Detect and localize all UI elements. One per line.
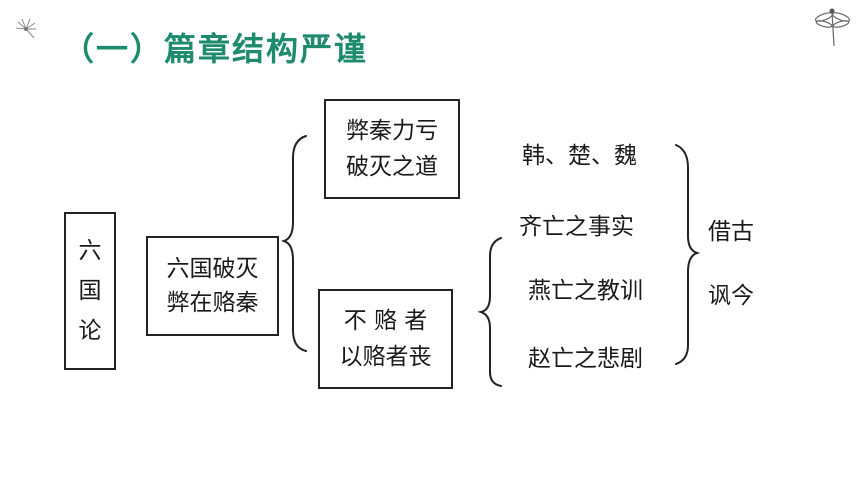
node-point2-line: 不 赂 者 [343, 308, 428, 334]
example-zhao: 赵亡之悲剧 [528, 346, 643, 372]
brace-conclusion [675, 144, 701, 365]
node-thesis-line: 弊在赂秦 [166, 290, 259, 316]
node-thesis-line: 六国破灭 [166, 256, 259, 282]
node-root-char: 论 [78, 318, 102, 344]
dandelion-icon [15, 18, 36, 39]
dragonfly-icon [814, 8, 851, 47]
conclusion-line-1: 借古 [708, 219, 754, 245]
node-point1-line: 弊秦力亏 [346, 118, 438, 144]
example-qi: 齐亡之事实 [519, 214, 634, 240]
node-root: 六 国 论 [64, 212, 116, 370]
node-root-char: 六 [78, 238, 102, 264]
example-han-chu-wei: 韩、楚、魏 [522, 143, 637, 169]
conclusion-line-2: 讽今 [708, 283, 754, 309]
node-thesis: 六国破灭 弊在赂秦 [146, 236, 279, 336]
node-point1-line: 破灭之道 [346, 154, 438, 180]
brace-examples [477, 237, 502, 387]
page-title: （一）篇章结构严谨 [62, 30, 369, 68]
node-point1: 弊秦力亏 破灭之道 [324, 99, 460, 199]
node-root-char: 国 [78, 278, 102, 304]
node-point2: 不 赂 者 以赂者丧 [318, 289, 453, 389]
brace-main [280, 135, 307, 352]
node-point2-line: 以赂者丧 [339, 344, 432, 370]
example-yan: 燕亡之教训 [528, 278, 643, 304]
